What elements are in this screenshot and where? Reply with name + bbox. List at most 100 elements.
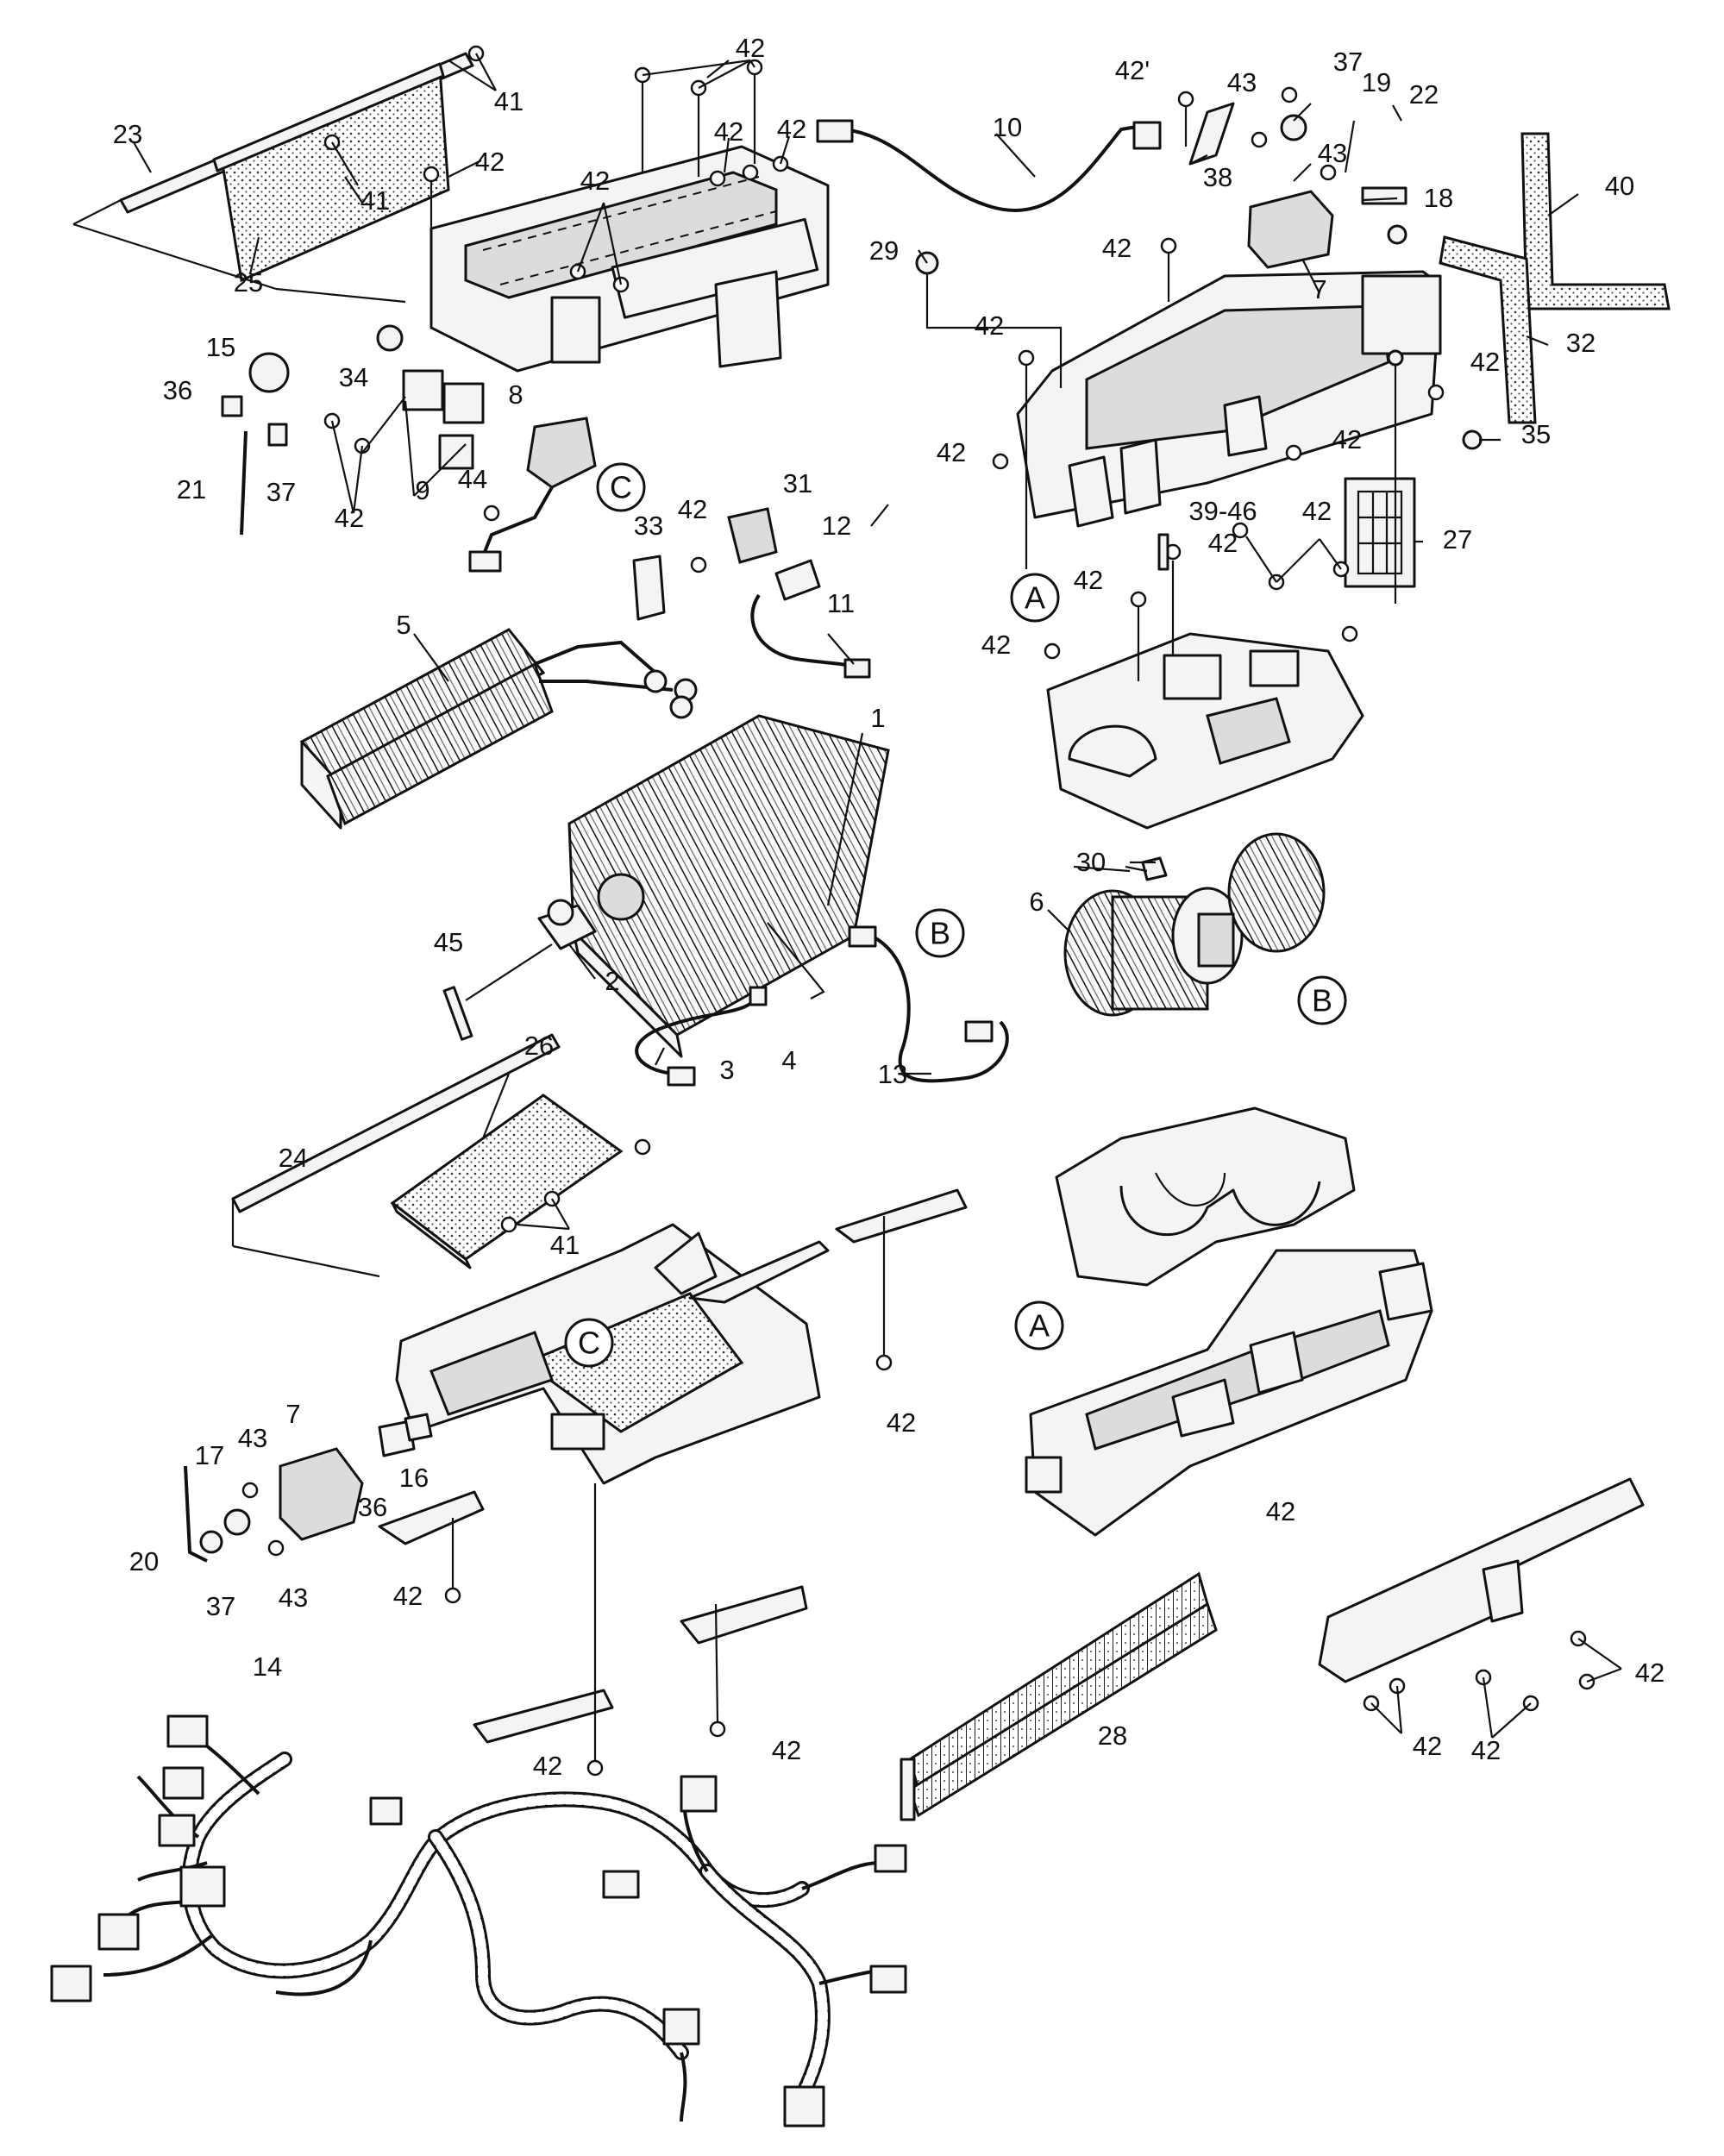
- part-label-37: 37: [206, 1591, 235, 1621]
- part-label-42: 42: [975, 310, 1004, 341]
- part-label-42: 42: [887, 1407, 916, 1438]
- part-label-42: 42: [777, 114, 806, 144]
- part-label-43: 43: [1227, 67, 1257, 97]
- part-label-42: 42: [1332, 424, 1362, 454]
- part-label-42: 42: [580, 166, 610, 196]
- part-label-35: 35: [1521, 419, 1551, 449]
- part-label-37: 37: [1333, 47, 1363, 77]
- part-label-42: 42: [714, 116, 743, 147]
- svg-text:C: C: [610, 470, 632, 505]
- svg-text:B: B: [930, 916, 950, 951]
- part-label-42: 42: [1635, 1658, 1664, 1688]
- harness-13: [848, 925, 1009, 1083]
- part-label-18: 18: [1424, 183, 1453, 213]
- part-label-42: 42: [1471, 1735, 1501, 1765]
- part-label-42: 42: [772, 1735, 801, 1765]
- part-label-9: 9: [415, 475, 429, 505]
- part-label-36: 36: [163, 375, 192, 405]
- part-label-25: 25: [234, 267, 263, 298]
- part-label-42: 42: [1302, 496, 1332, 526]
- ref-marker-a: A: [1010, 573, 1060, 623]
- ref-marker-a: A: [1014, 1300, 1064, 1351]
- part-label-10: 10: [993, 112, 1022, 142]
- part-label-4: 4: [781, 1045, 796, 1075]
- part-label-42: 42: [1102, 233, 1132, 263]
- part-label-20: 20: [129, 1546, 159, 1576]
- part-label-45: 45: [434, 927, 463, 957]
- part-label-43: 43: [1318, 138, 1347, 168]
- screws-blower: [1044, 522, 1358, 681]
- part-label-31: 31: [783, 468, 812, 498]
- svg-text:B: B: [1312, 983, 1332, 1018]
- reference-markers: A A B B C C: [564, 462, 1347, 1368]
- seal-strips: [1439, 132, 1671, 424]
- part-label-13: 13: [878, 1059, 907, 1089]
- ref-marker-b: B: [915, 908, 965, 958]
- part-label-15: 15: [206, 332, 235, 362]
- part-label-22: 22: [1409, 79, 1439, 110]
- part-label-30: 30: [1076, 847, 1106, 877]
- part-label-42: 42: [335, 503, 364, 533]
- part-label-7: 7: [285, 1399, 300, 1429]
- part-label-42: 42: [1074, 565, 1103, 595]
- part-label-26: 26: [524, 1031, 554, 1061]
- blower-upper-case: [1046, 632, 1364, 830]
- expansion-valve-2: [442, 899, 597, 1041]
- upper-heater-case: [429, 145, 830, 373]
- svg-text:A: A: [1025, 580, 1045, 616]
- part-label-1: 1: [870, 703, 885, 733]
- part-label-42-prime: 42': [1115, 55, 1150, 85]
- ref-marker-c: C: [564, 1318, 614, 1368]
- part-label-41: 41: [494, 86, 523, 116]
- part-label-23: 23: [113, 119, 142, 149]
- part-label-19: 19: [1362, 67, 1391, 97]
- ref-marker-b: B: [1297, 975, 1347, 1025]
- evaporator-1: [567, 714, 890, 1058]
- part-label-14: 14: [253, 1651, 282, 1682]
- grille-27: [1344, 349, 1416, 604]
- mount-bracket-right: [1318, 1477, 1645, 1739]
- svg-text:A: A: [1029, 1308, 1050, 1344]
- part-label-42: 42: [937, 437, 966, 467]
- brackets-lower: [378, 1188, 968, 1777]
- screws-top-right: [915, 237, 1483, 569]
- part-label-2: 2: [605, 966, 619, 996]
- part-label-41: 41: [360, 185, 390, 216]
- small-parts-middle: [632, 507, 871, 679]
- part-label-42: 42: [1208, 528, 1238, 558]
- part-label-6: 6: [1029, 887, 1044, 917]
- part-label-36: 36: [358, 1492, 387, 1522]
- part-label-21: 21: [177, 474, 206, 505]
- part-label-16: 16: [399, 1463, 429, 1493]
- callout-leaders: [133, 60, 1579, 1139]
- part-label-42: 42: [1266, 1496, 1295, 1526]
- blower-lower-case: [1055, 1106, 1356, 1287]
- filter-26-assembly: [231, 1033, 651, 1278]
- actuator-7-bottom: [184, 1413, 433, 1563]
- part-label-38: 38: [1203, 162, 1232, 192]
- part-label-17: 17: [195, 1440, 224, 1470]
- part-label-37: 37: [266, 477, 296, 507]
- actuator-7-top: [1177, 86, 1407, 269]
- harness-14: [50, 1714, 907, 2128]
- part-label-7: 7: [1312, 274, 1326, 304]
- part-label-42: 42: [1413, 1731, 1442, 1761]
- filter-25-assembly: [72, 45, 497, 304]
- part-label-42: 42: [678, 494, 707, 524]
- part-labels: 41 23 41 25 42 42 42 42 42 15 36 34 21 3…: [113, 33, 1664, 1781]
- heater-core-5: [299, 628, 698, 830]
- actuator-parts-left: [221, 324, 597, 573]
- upper-blower-case: [1016, 270, 1442, 528]
- part-label-34: 34: [339, 362, 368, 392]
- part-label-40: 40: [1605, 171, 1634, 201]
- part-label-24: 24: [279, 1143, 308, 1173]
- part-label-44: 44: [458, 464, 487, 494]
- harness-10: [816, 119, 1162, 212]
- part-label-33: 33: [634, 511, 663, 541]
- part-label-32: 32: [1566, 328, 1595, 358]
- blower-fan-6: [1063, 832, 1326, 1017]
- part-label-39-46: 39-46: [1188, 496, 1257, 526]
- filter-28: [900, 1571, 1218, 1821]
- part-label-5: 5: [396, 610, 411, 640]
